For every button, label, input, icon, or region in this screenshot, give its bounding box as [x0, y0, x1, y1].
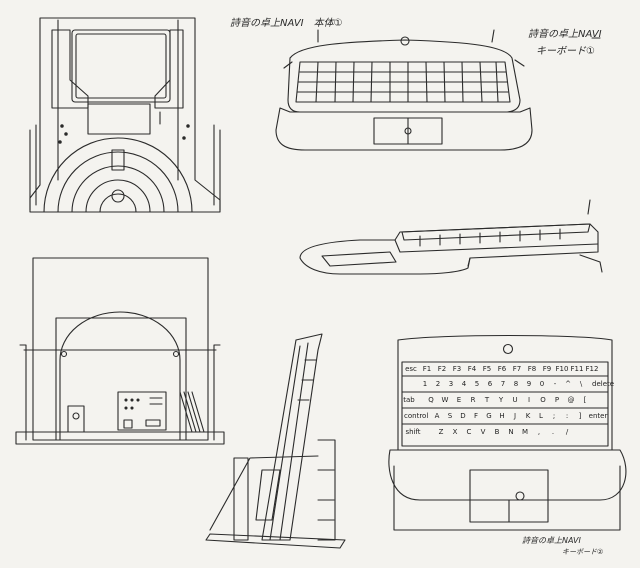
key-delete: delete — [592, 380, 615, 388]
key-row5-4: B — [494, 428, 500, 436]
key-esc: esc — [405, 365, 417, 373]
key-row1-2: F3 — [452, 365, 462, 373]
key-row3-0: Q — [428, 396, 434, 404]
navi-main-body-front — [29, 17, 221, 213]
key-row2-1: 2 — [435, 380, 441, 388]
key-row1-3: F4 — [467, 365, 477, 373]
keyboard-side-profile — [299, 199, 603, 275]
key-row4-3: F — [473, 412, 479, 420]
navi-main-body-rear — [15, 257, 225, 445]
note-keyboard2-sub: キーボード② — [562, 548, 604, 556]
key-row5-3: V — [480, 428, 486, 436]
key-row1-6: F7 — [512, 365, 522, 373]
key-row4-8: L — [539, 412, 543, 420]
keyboard-top-view — [388, 334, 627, 531]
key-row2-11: ^ — [565, 380, 571, 388]
note-keyboard-title: 詩音の卓上NAVI — [528, 29, 602, 40]
key-row4-1: S — [447, 412, 453, 420]
key-row3-1: W — [441, 396, 449, 404]
key-row4-2: D — [460, 412, 466, 420]
key-row5-9: / — [565, 428, 569, 436]
key-row2-6: 7 — [500, 380, 506, 388]
key-row5-2: C — [466, 428, 472, 436]
key-row3-7: I — [527, 396, 531, 404]
key-row1-9: F10 — [555, 365, 569, 373]
key-row4-6: J — [513, 412, 517, 420]
note-keyboard-sub: キーボード① — [536, 46, 595, 57]
key-row3-4: T — [484, 396, 490, 404]
key-row2-8: 9 — [526, 380, 532, 388]
key-row2-3: 4 — [461, 380, 467, 388]
key-row1-1: F2 — [437, 365, 447, 373]
key-row2-9: 0 — [539, 380, 545, 388]
key-row3-10: @ — [567, 396, 575, 404]
note-main-body: 詩音の卓上NAVI 本体① — [230, 18, 343, 29]
key-row4-11: ] — [578, 412, 582, 420]
key-row3-9: P — [554, 396, 560, 404]
note-keyboard2-title: 詩音の卓上NAVI — [522, 536, 581, 545]
key-row4-0: A — [434, 412, 440, 420]
key-row4-7: K — [525, 412, 531, 420]
key-row1-11: F12 — [585, 365, 599, 373]
key-row4-5: H — [499, 412, 505, 420]
key-row4-10: : — [565, 412, 569, 420]
key-row2-5: 6 — [487, 380, 493, 388]
key-row5-0: Z — [438, 428, 444, 436]
key-row1-5: F6 — [497, 365, 507, 373]
key-row4-4: G — [486, 412, 492, 420]
key-row3-6: U — [512, 396, 518, 404]
key-row2-4: 5 — [474, 380, 480, 388]
key-row3-5: Y — [498, 396, 504, 404]
key-enter: enter — [588, 412, 608, 420]
key-row5-8: . — [551, 428, 555, 436]
key-tab: tab — [403, 396, 415, 404]
key-row3-11: [ — [583, 396, 587, 404]
keyboard-perspective-view — [275, 29, 533, 151]
navi-side-view — [205, 333, 346, 549]
key-row2-7: 8 — [513, 380, 519, 388]
key-row2-10: - — [553, 380, 557, 388]
key-row3-3: R — [470, 396, 476, 404]
key-row1-7: F8 — [527, 365, 537, 373]
key-row5-1: X — [452, 428, 458, 436]
key-shift: shift — [405, 428, 421, 436]
key-row1-8: F9 — [542, 365, 552, 373]
key-row5-7: , — [537, 428, 541, 436]
key-row1-10: F11 — [570, 365, 584, 373]
key-row2-0: 1 — [422, 380, 428, 388]
key-row1-4: F5 — [482, 365, 492, 373]
key-row4-9: ; — [552, 412, 556, 420]
key-row3-8: O — [540, 396, 546, 404]
key-row5-6: M — [521, 428, 529, 436]
key-row1-0: F1 — [422, 365, 432, 373]
key-row3-2: E — [456, 396, 462, 404]
key-row2-12: \ — [579, 380, 583, 388]
key-row5-5: N — [508, 428, 514, 436]
key-control: control — [404, 412, 429, 420]
key-row2-2: 3 — [448, 380, 454, 388]
